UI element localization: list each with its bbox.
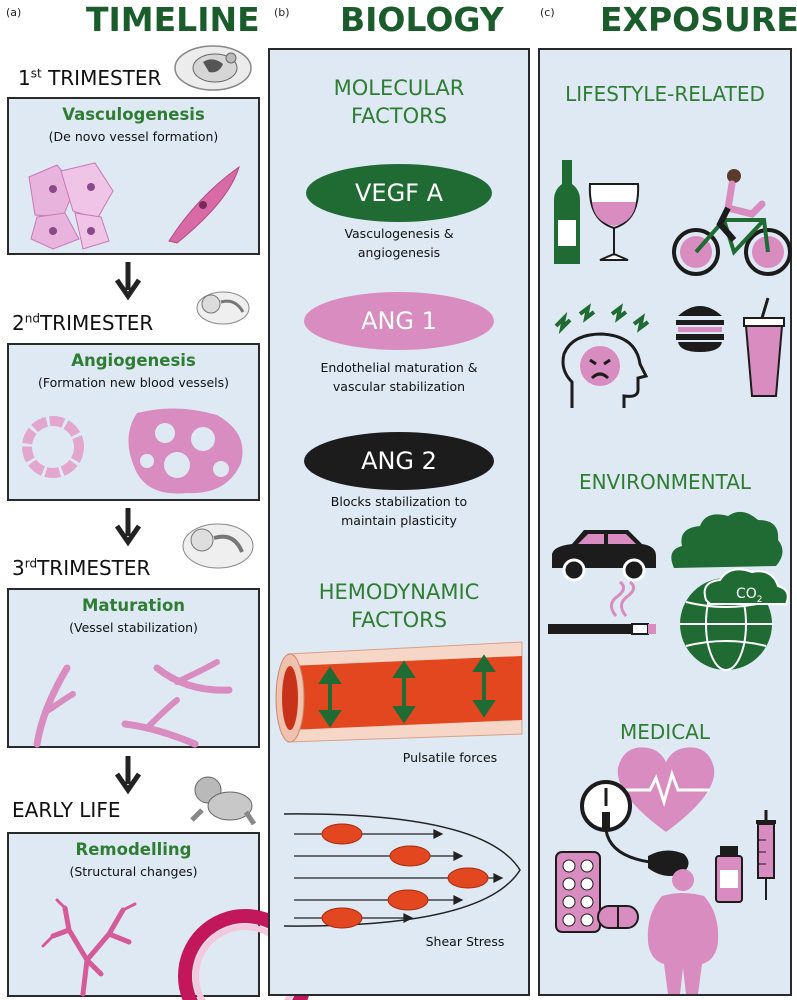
stage-ordinal: st <box>30 66 42 81</box>
environmental-heading: ENVIRONMENTAL <box>578 470 752 494</box>
pollution-cloud-icon <box>671 511 783 568</box>
co2-label: CO2 <box>736 586 763 605</box>
cigarette-icon <box>548 580 656 635</box>
vessel-network-illustration <box>22 408 243 494</box>
stage-label: TRIMESTER <box>39 311 154 335</box>
stage-ordinal: nd <box>24 311 40 326</box>
alcohol-icon <box>554 160 640 264</box>
exposures-title: EXPOSURES <box>600 0 797 39</box>
vegf-a-badge: VEGF A <box>306 164 492 222</box>
ang-1-badge: ANG 1 <box>304 292 494 350</box>
co2-subscript: 2 <box>756 594 763 605</box>
fetus-icon <box>182 523 254 569</box>
stage-early-life: EARLY LIFE <box>12 798 121 822</box>
car-icon <box>552 530 656 582</box>
stage-1st-trimester: 1st TRIMESTER <box>18 66 161 90</box>
angiogenesis-box: Angiogenesis (Formation new blood vessel… <box>7 343 260 501</box>
down-arrow-icon <box>114 508 142 547</box>
stage-label: TRIMESTER <box>48 66 162 90</box>
remodelling-illustration <box>41 898 312 1000</box>
hemodynamic-factors-heading: HEMODYNAMIC FACTORS <box>270 578 528 634</box>
box-title: Remodelling <box>75 840 192 859</box>
exposures-panel: LIFESTYLE-RELATED <box>538 48 792 996</box>
caption-line: Endothelial maturation & <box>320 360 478 375</box>
stage-2nd-trimester: 2ndTRIMESTER <box>12 311 153 335</box>
box-subtitle: (Structural changes) <box>69 864 198 879</box>
vegf-a-caption: Vasculogenesis & angiogenesis <box>270 224 528 262</box>
ang-2-badge: ANG 2 <box>304 432 494 490</box>
heading-line: HEMODYNAMIC <box>318 580 480 604</box>
lifestyle-heading: LIFESTYLE-RELATED <box>565 82 765 106</box>
shear-stress-label: Shear Stress <box>425 934 505 949</box>
box-subtitle: (Vessel stabilization) <box>69 620 198 635</box>
box-title: Vasculogenesis <box>62 105 205 124</box>
embryo-icon <box>174 45 252 91</box>
caption-line: Vasculogenesis & <box>344 226 454 241</box>
stage-number: 3 <box>12 556 25 580</box>
panel-c-letter: (c) <box>540 6 555 19</box>
caption-line: angiogenesis <box>357 245 441 260</box>
panel-a-letter: (a) <box>6 6 22 19</box>
biology-panel: MOLECULAR FACTORS VEGF A Vasculogenesis … <box>268 48 530 996</box>
biology-title: BIOLOGY <box>340 0 504 39</box>
box-subtitle: (De novo vessel formation) <box>48 129 219 144</box>
box-subtitle: (Formation new blood vessels) <box>37 375 230 390</box>
baby-icon <box>190 776 257 826</box>
stress-icon <box>554 303 650 408</box>
timeline-title: TIMELINE <box>86 0 260 39</box>
caption-line: maintain plasticity <box>341 513 457 528</box>
blood-vessel-illustration <box>275 641 523 743</box>
blood-pressure-icon <box>580 780 689 876</box>
co2-text: CO <box>736 586 757 602</box>
endothelial-cells-illustration <box>28 162 240 250</box>
shear-stress-illustration <box>283 813 521 929</box>
medicine-vial-icon <box>715 846 743 903</box>
syringe-icon <box>756 810 776 900</box>
down-arrow-icon <box>114 262 142 301</box>
heart-ecg-icon <box>617 747 715 832</box>
stage-3rd-trimester: 3rdTRIMESTER <box>12 556 150 580</box>
obesity-icon <box>647 869 719 994</box>
medical-heading: MEDICAL <box>620 720 710 744</box>
box-title: Maturation <box>81 596 186 615</box>
cyclist-icon <box>672 169 792 276</box>
heading-line: FACTORS <box>350 104 448 128</box>
fetus-icon <box>196 291 250 325</box>
pills-icon <box>555 851 639 933</box>
box-title: Angiogenesis <box>71 351 196 370</box>
maturation-box: Maturation (Vessel stabilization) <box>7 588 260 748</box>
vasculogenesis-box: Vasculogenesis (De novo vessel formation… <box>7 97 260 255</box>
down-arrow-icon <box>114 756 142 795</box>
heading-line: MOLECULAR <box>333 76 465 100</box>
stage-number: 1 <box>18 66 31 90</box>
molecular-factors-heading: MOLECULAR FACTORS <box>270 74 528 130</box>
remodelling-box: Remodelling (Structural changes) <box>7 832 312 1000</box>
heading-line: FACTORS <box>350 608 448 632</box>
stage-ordinal: rd <box>24 556 38 571</box>
panel-b-letter: (b) <box>274 6 290 19</box>
mature-vessels-illustration <box>33 659 233 748</box>
stage-number: 2 <box>12 311 25 335</box>
pulsatile-forces-label: Pulsatile forces <box>402 750 498 765</box>
fast-food-icon <box>676 297 785 397</box>
stage-label: TRIMESTER <box>37 556 151 580</box>
ang-1-caption: Endothelial maturation & vascular stabil… <box>270 358 528 396</box>
co2-globe-icon <box>680 568 789 671</box>
ang-2-caption: Blocks stabilization to maintain plastic… <box>270 492 528 530</box>
caption-line: Blocks stabilization to <box>330 494 468 509</box>
caption-line: vascular stabilization <box>332 379 466 394</box>
